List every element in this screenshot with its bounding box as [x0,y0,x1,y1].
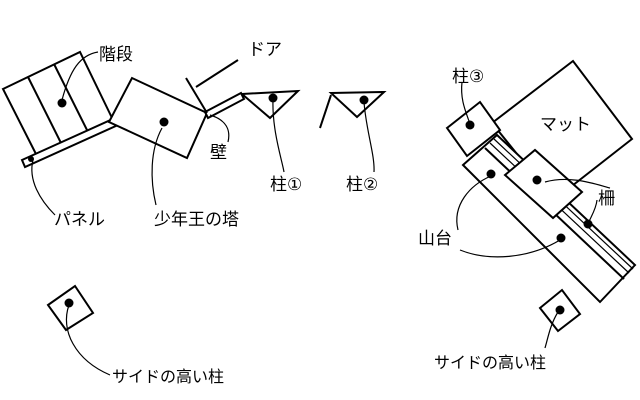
tower-marker [159,117,169,127]
stairs-marker [57,98,67,108]
fence-marker [532,175,542,185]
pillar-1-marker [268,93,278,103]
label-tall-pillar-right: サイドの高い柱 [434,353,546,372]
label-pillar-2: 柱② [346,175,378,195]
label-door: ドア [248,40,282,60]
pillar-2-marker [359,95,369,105]
tall-pillar-left [46,284,95,332]
label-pillar-1: 柱① [270,175,302,195]
pillar-3-marker [465,120,475,130]
door [195,59,239,88]
leader-lines [31,51,611,376]
stairs [1,50,115,158]
fence [503,148,593,229]
label-platform: 山台 [418,229,452,249]
platform-marker-upper [486,169,496,179]
label-pillar-3: 柱③ [452,67,484,87]
label-wall: 壁 [210,143,227,163]
pillar-3 [445,100,502,158]
tall-pillar-left-marker [64,298,74,308]
wall [185,77,246,120]
tall-pillar-right [538,288,582,333]
label-fence: 柵 [598,189,615,209]
pillar-2 [328,90,387,119]
pillar-2-side-line [319,94,332,129]
label-tall-pillar-left: サイドの高い柱 [112,367,224,386]
pillar-1 [239,89,301,120]
label-mat: マット [540,115,591,135]
label-panel: パネル [54,210,105,230]
label-tower: 少年王の塔 [154,210,239,230]
label-stairs: 階段 [99,45,133,65]
